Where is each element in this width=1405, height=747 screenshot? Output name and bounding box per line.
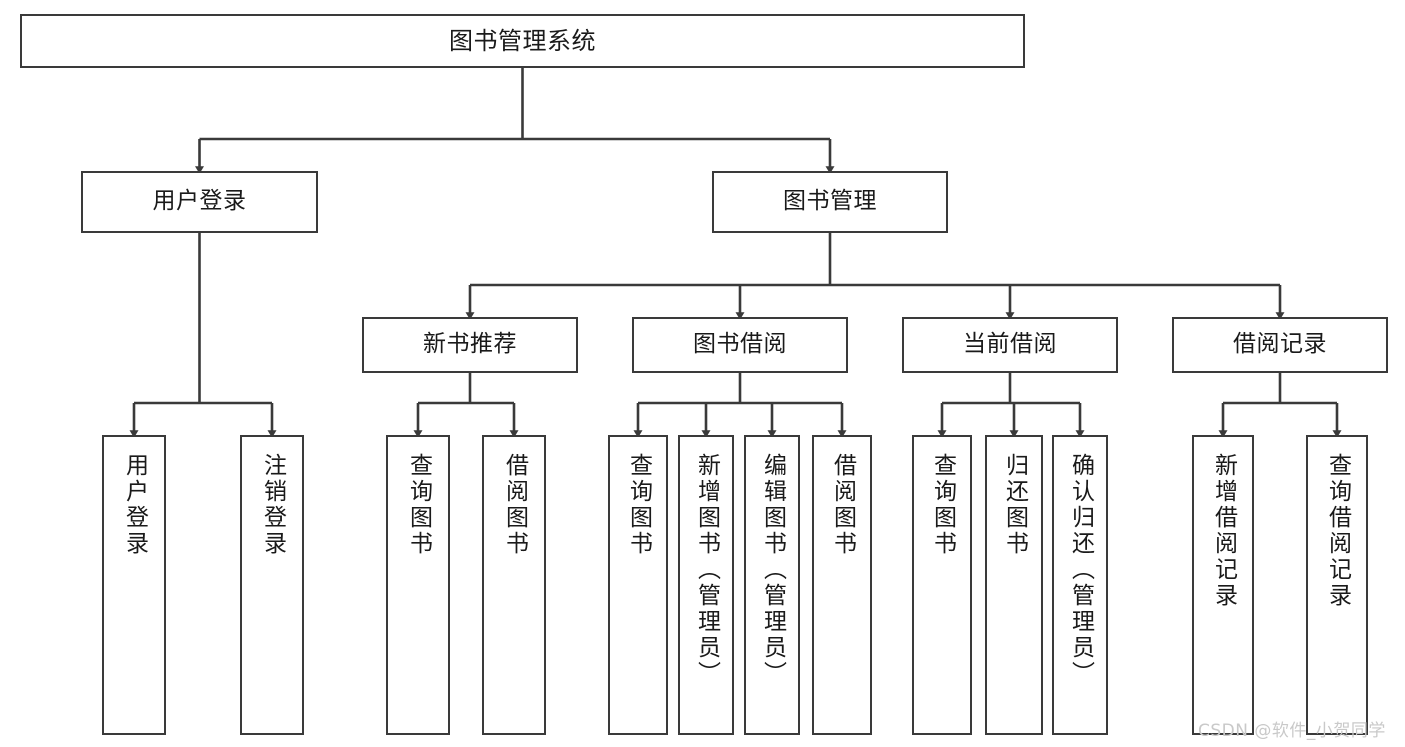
node-leaf-edit-book[interactable]: 编辑图书（管理员） bbox=[744, 435, 800, 735]
node-label-leaf-return-book: 归还图书 bbox=[1001, 453, 1028, 557]
node-label-new-book-recommend: 新书推荐 bbox=[423, 331, 517, 358]
node-label-leaf-query-book-2: 查询图书 bbox=[625, 453, 652, 557]
node-label-leaf-borrow-book-1: 借阅图书 bbox=[501, 453, 528, 557]
node-label-leaf-query-borrow-record: 查询借阅记录 bbox=[1324, 453, 1351, 609]
node-label-user-login: 用户登录 bbox=[152, 188, 247, 215]
node-leaf-query-book-2[interactable]: 查询图书 bbox=[608, 435, 668, 735]
node-leaf-user-login[interactable]: 用户登录 bbox=[102, 435, 166, 735]
node-new-book-recommend[interactable]: 新书推荐 bbox=[362, 317, 578, 373]
node-leaf-return-book[interactable]: 归还图书 bbox=[985, 435, 1043, 735]
node-label-leaf-add-borrow-record: 新增借阅记录 bbox=[1210, 453, 1237, 609]
node-label-leaf-query-book-3: 查询图书 bbox=[929, 453, 956, 557]
node-leaf-add-borrow-record[interactable]: 新增借阅记录 bbox=[1192, 435, 1254, 735]
node-leaf-add-book[interactable]: 新增图书（管理员） bbox=[678, 435, 734, 735]
node-user-login[interactable]: 用户登录 bbox=[81, 171, 318, 233]
node-leaf-borrow-book-2[interactable]: 借阅图书 bbox=[812, 435, 872, 735]
node-label-leaf-query-book-1: 查询图书 bbox=[405, 453, 432, 557]
node-leaf-user-logout[interactable]: 注销登录 bbox=[240, 435, 304, 735]
node-current-borrow[interactable]: 当前借阅 bbox=[902, 317, 1118, 373]
node-leaf-borrow-book-1[interactable]: 借阅图书 bbox=[482, 435, 546, 735]
node-leaf-query-book-1[interactable]: 查询图书 bbox=[386, 435, 450, 735]
node-label-leaf-user-login: 用户登录 bbox=[121, 453, 148, 557]
node-label-leaf-borrow-book-2: 借阅图书 bbox=[829, 453, 856, 557]
node-label-root: 图书管理系统 bbox=[449, 26, 596, 55]
watermark-csdn: CSDN @软件_小贺同学 bbox=[1198, 721, 1386, 741]
node-book-borrow[interactable]: 图书借阅 bbox=[632, 317, 848, 373]
node-label-leaf-edit-book: 编辑图书（管理员） bbox=[759, 453, 786, 687]
node-leaf-query-borrow-record[interactable]: 查询借阅记录 bbox=[1306, 435, 1368, 735]
node-label-leaf-user-logout: 注销登录 bbox=[259, 453, 286, 557]
node-leaf-confirm-return[interactable]: 确认归还（管理员） bbox=[1052, 435, 1108, 735]
node-label-book-borrow: 图书借阅 bbox=[693, 331, 787, 358]
node-borrow-record[interactable]: 借阅记录 bbox=[1172, 317, 1388, 373]
node-label-book-manage: 图书管理 bbox=[783, 188, 877, 215]
node-root[interactable]: 图书管理系统 bbox=[20, 14, 1025, 68]
node-label-leaf-confirm-return: 确认归还（管理员） bbox=[1067, 453, 1094, 687]
node-leaf-query-book-3[interactable]: 查询图书 bbox=[912, 435, 972, 735]
node-book-manage[interactable]: 图书管理 bbox=[712, 171, 948, 233]
node-label-leaf-add-book: 新增图书（管理员） bbox=[693, 453, 720, 687]
node-label-borrow-record: 借阅记录 bbox=[1233, 331, 1327, 358]
node-label-current-borrow: 当前借阅 bbox=[963, 331, 1057, 358]
